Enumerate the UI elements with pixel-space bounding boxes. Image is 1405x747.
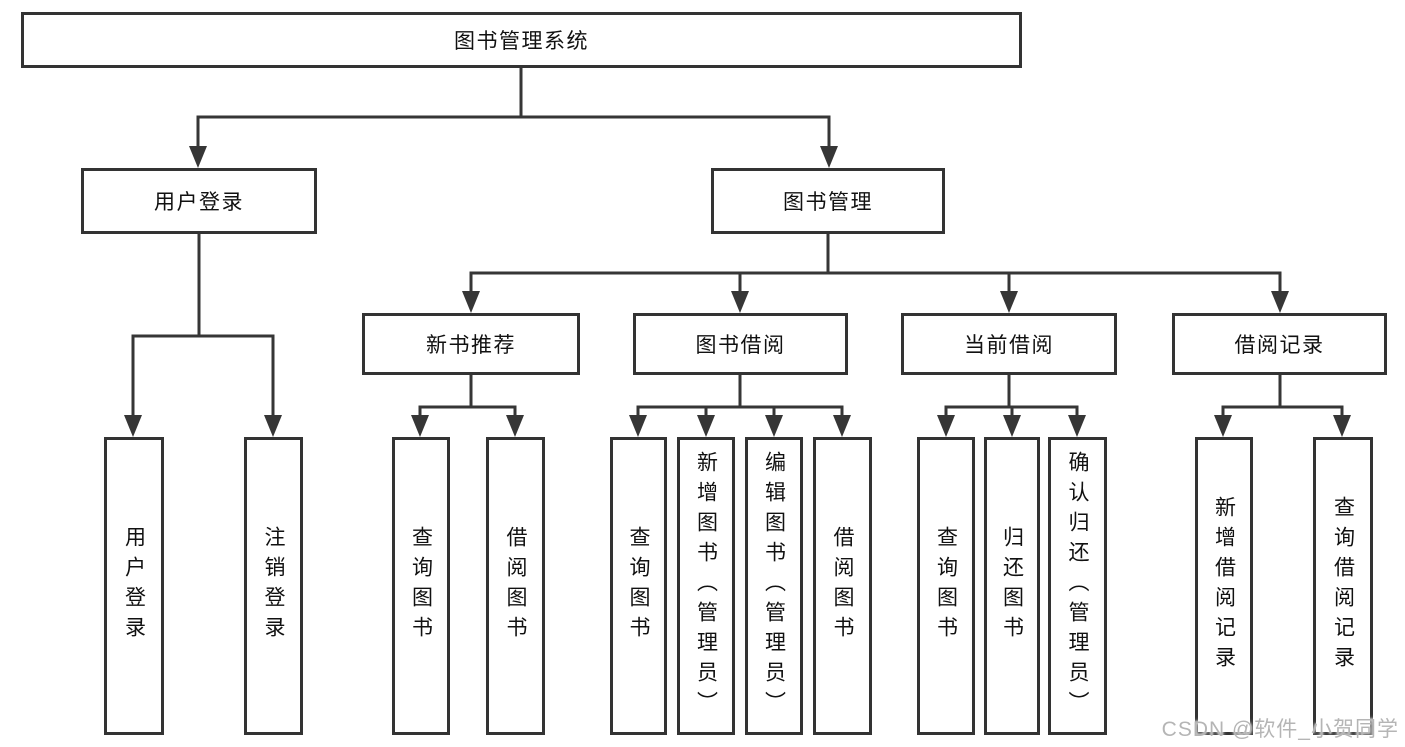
leaf-current-query-books: 查询图书: [917, 437, 975, 735]
watermark: CSDN @软件_小贺同学: [1161, 718, 1399, 741]
leaf-edit-books-admin: 编辑图书（管理员）: [745, 437, 803, 735]
leaf-logout: 注销登录: [244, 437, 303, 735]
node-current-borrow: 当前借阅: [901, 313, 1117, 375]
node-borrow-records: 借阅记录: [1172, 313, 1387, 375]
node-user-login: 用户登录: [81, 168, 317, 234]
leaf-borrow-query-books: 查询图书: [610, 437, 667, 735]
leaf-return-books: 归还图书: [984, 437, 1040, 735]
leaf-confirm-return-admin: 确认归还（管理员）: [1048, 437, 1107, 735]
leaf-recommend-query-books: 查询图书: [392, 437, 450, 735]
leaf-add-borrow-record: 新增借阅记录: [1195, 437, 1253, 735]
leaf-query-borrow-record: 查询借阅记录: [1313, 437, 1373, 735]
leaf-recommend-borrow-books: 借阅图书: [486, 437, 545, 735]
leaf-add-books-admin: 新增图书（管理员）: [677, 437, 735, 735]
node-new-book-recommend: 新书推荐: [362, 313, 580, 375]
leaf-borrow-books: 借阅图书: [813, 437, 872, 735]
node-root-system: 图书管理系统: [21, 12, 1022, 68]
node-book-management: 图书管理: [711, 168, 945, 234]
leaf-user-login: 用户登录: [104, 437, 164, 735]
node-book-borrow: 图书借阅: [633, 313, 848, 375]
